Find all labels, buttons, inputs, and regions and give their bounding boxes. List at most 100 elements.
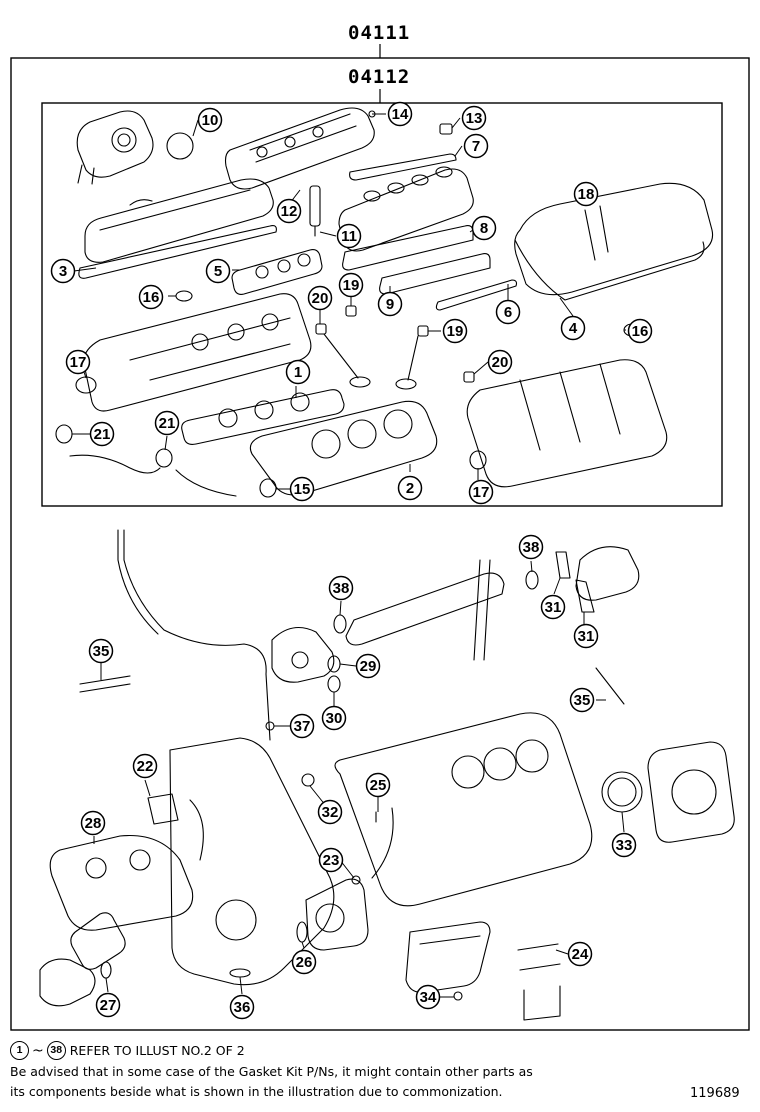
callout-circle-23 <box>318 847 344 873</box>
callout-circle-22 <box>132 753 158 779</box>
callout-number-19: 19 <box>447 323 464 340</box>
water-inlet-housing-drawing <box>271 626 335 683</box>
callout-circle-34 <box>415 984 441 1010</box>
seal-16a-drawing <box>175 290 193 302</box>
callout-circle-6 <box>495 299 521 325</box>
callout-number-26: 26 <box>296 954 313 971</box>
callout-circle-30 <box>321 705 347 731</box>
callout-circle-37 <box>289 713 315 739</box>
callout-circle-20 <box>487 349 513 375</box>
lower-intake-manifold-drawing <box>338 166 474 252</box>
callout-circle-1 <box>285 359 311 385</box>
callout-circle-21 <box>89 421 115 447</box>
callout-circle-2 <box>397 475 423 501</box>
callout-number-8: 8 <box>480 220 488 237</box>
head-gasket-1-drawing <box>181 389 345 445</box>
callout-number-27: 27 <box>100 997 117 1014</box>
callout-circle-8 <box>471 215 497 241</box>
callout-circle-35 <box>88 638 114 664</box>
callout-number-19: 19 <box>343 277 360 294</box>
callout-number-3: 3 <box>59 263 67 280</box>
head-cover-right-drawing <box>514 182 714 301</box>
callout-circle-5 <box>205 258 231 284</box>
callout-number-38: 38 <box>523 539 540 556</box>
stem-seal-20b-drawing <box>463 371 475 383</box>
callout-number-7: 7 <box>472 138 480 155</box>
callout-circle-21 <box>154 410 180 436</box>
callout-number-13: 13 <box>466 110 483 127</box>
callout-circle-17 <box>468 479 494 505</box>
inner-kit-part-number: 04112 <box>348 66 411 88</box>
water-pipe-left-drawing <box>69 454 161 474</box>
timing-cover-drawing <box>169 737 335 986</box>
callout-circle-38 <box>518 534 544 560</box>
callout-number-30: 30 <box>326 710 343 727</box>
gasket-31a-drawing <box>555 551 571 579</box>
timing-cover-gasket-28-drawing <box>49 834 194 931</box>
callout-number-11: 11 <box>341 228 357 245</box>
oil-filter-drawing <box>70 912 126 970</box>
o-ring-38b-drawing <box>525 570 539 590</box>
oil-pan-drawing <box>405 921 491 993</box>
callout-circle-38 <box>328 575 354 601</box>
callout-number-9: 9 <box>386 296 394 313</box>
callout-circle-31 <box>540 594 566 620</box>
valve-left-drawing <box>323 333 371 388</box>
callout-circle-16 <box>138 284 164 310</box>
seal-32-drawing <box>301 773 315 787</box>
callout-circle-18 <box>573 181 599 207</box>
callout-number-16: 16 <box>143 289 160 306</box>
callout-number-12: 12 <box>281 203 298 220</box>
callout-number-21: 21 <box>159 415 176 432</box>
oil-pipe-25-drawing <box>371 807 394 879</box>
gasket-26-drawing <box>296 921 308 943</box>
part-13-drawing <box>439 123 453 135</box>
callout-circle-9 <box>377 291 403 317</box>
head-cover-left-drawing <box>84 178 274 263</box>
sensor-35a-drawing <box>79 675 131 693</box>
stem-seal-19a-drawing <box>345 305 357 317</box>
illustration-code: 119689 <box>690 1086 740 1101</box>
callout-circle-24 <box>567 941 593 967</box>
callout-circle-14 <box>387 101 413 127</box>
outer-kit-part-number: 04111 <box>348 22 411 44</box>
water-pump-drawing <box>305 878 369 951</box>
throttle-body-drawing <box>76 110 154 185</box>
callout-number-2: 2 <box>406 480 414 497</box>
gasket-10-drawing <box>166 132 194 160</box>
callout-number-5: 5 <box>214 263 222 280</box>
oil-strainer-drawing <box>517 943 561 1021</box>
gasket-6-drawing <box>435 279 518 311</box>
callout-circle-35 <box>569 687 595 713</box>
callout-number-17: 17 <box>70 354 87 371</box>
callout-circle-26 <box>291 949 317 975</box>
callout-number-37: 37 <box>294 718 311 735</box>
o-ring-27-drawing <box>100 961 112 979</box>
water-pipe-right-drawing <box>175 469 237 497</box>
callout-number-21: 21 <box>94 426 111 443</box>
callout-circle-28 <box>80 810 106 836</box>
callout-number-36: 36 <box>234 999 251 1016</box>
callout-circle-17 <box>65 349 91 375</box>
callout-number-10: 10 <box>202 112 219 129</box>
callout-number-29: 29 <box>360 658 377 675</box>
range-end-callout: 38 <box>46 1041 66 1060</box>
water-outlet-drawing <box>575 546 640 601</box>
callout-circle-32 <box>317 799 343 825</box>
callout-number-25: 25 <box>370 777 387 794</box>
callout-number-22: 22 <box>137 758 154 775</box>
callout-number-33: 33 <box>616 837 633 854</box>
sensor-35b-drawing <box>595 667 625 705</box>
o-ring-37-drawing <box>265 721 275 731</box>
callout-number-17: 17 <box>473 484 490 501</box>
callout-number-38: 38 <box>333 580 350 597</box>
callout-circle-19 <box>442 318 468 344</box>
o-ring-38a-drawing <box>333 614 347 634</box>
o-ring-30-drawing <box>327 675 341 693</box>
ring-21b-drawing <box>155 448 173 468</box>
callout-circle-7 <box>463 133 489 159</box>
bypass-pipe-drawing <box>473 559 491 661</box>
callout-number-15: 15 <box>294 481 311 498</box>
